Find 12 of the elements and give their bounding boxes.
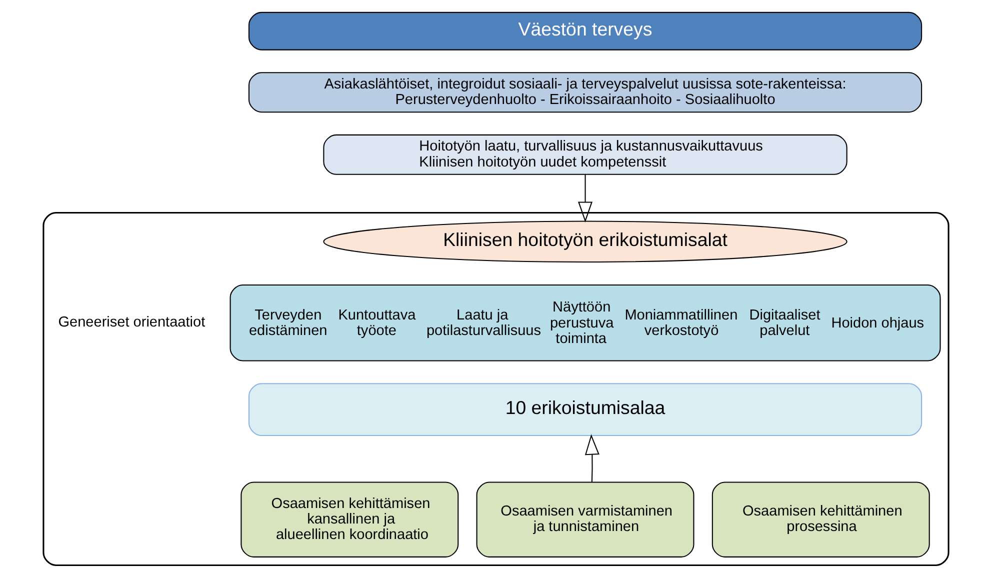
node-box: Väestön terveys [248, 12, 922, 50]
node-box: Asiakaslähtöiset, integroidut sosiaali- ja terveyspalvelut uusissa sote-rakenteissa: Perusterveydenhuolto - Erikoissairaanhoito - Sosiaalihuolto [248, 72, 922, 113]
arrow [578, 174, 593, 222]
node-box: 10 erikoistumisalaa [248, 383, 922, 436]
arrow [584, 434, 600, 482]
node-ellipse: Kliinisen hoitotyön erikoistumisalat [323, 220, 848, 262]
node-box: Osaamisen kehittämisen kansallinen ja alueellinen koordinaatio [240, 482, 459, 558]
node-label: Geneeriset orientaatiot [58, 314, 206, 331]
cluster [42, 212, 950, 566]
node-box: Hoitotyön laatu, turvallisuus ja kustannusvaikuttavuus Kliinisen hoitotyön uudet kompetenssit [323, 134, 848, 175]
node-box: Osaamisen kehittäminen prosessina [712, 482, 930, 558]
node-box: Osaamisen varmistaminen ja tunnistaminen [476, 482, 694, 558]
